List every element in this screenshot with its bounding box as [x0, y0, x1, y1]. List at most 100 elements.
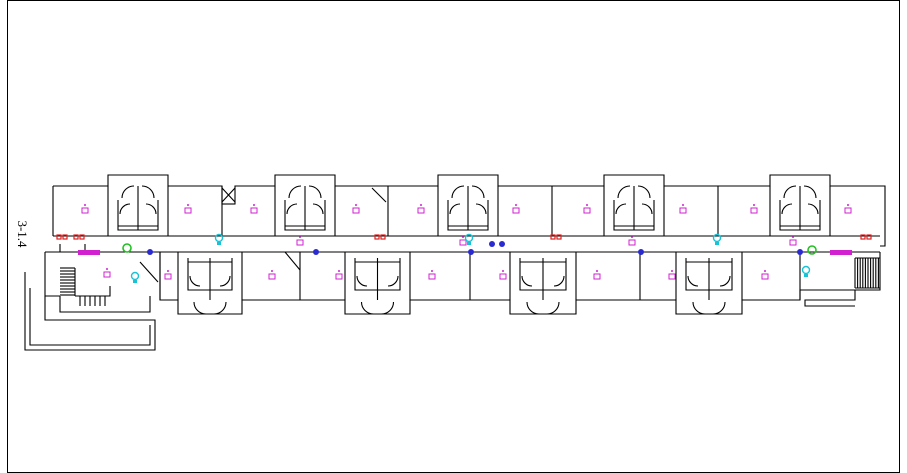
- detector-icon: [147, 249, 153, 255]
- door-swing: [288, 185, 302, 199]
- building-walls: [24, 174, 886, 351]
- wall-outline: [855, 252, 881, 291]
- pendant-light-icon: [431, 270, 433, 272]
- pendant-light-icon: [753, 204, 755, 206]
- door-swing: [615, 203, 627, 215]
- wall-outline: [75, 286, 111, 297]
- corridor-light-icon: [133, 280, 137, 283]
- corridor-light-icon: [804, 274, 808, 277]
- socket-pair-icon: [556, 234, 562, 240]
- sheet-number: 3-1.4: [15, 220, 30, 248]
- socket-pair-icon: [73, 234, 79, 240]
- pendant-light-icon: [187, 204, 189, 206]
- corridor-light-icon: [464, 233, 474, 243]
- pendant-light-icon: [335, 273, 343, 280]
- door-swing: [189, 275, 201, 287]
- detector-icon: [489, 241, 495, 247]
- pendant-light-icon: [750, 207, 758, 214]
- corridor-light-icon: [801, 265, 811, 277]
- pendant-light-icon: [668, 273, 676, 280]
- wall-line: [221, 187, 236, 203]
- pendant-light-icon: [844, 207, 852, 214]
- corridor-light-icon: [214, 233, 224, 245]
- pendant-light-icon: [499, 270, 507, 280]
- door-swing: [719, 275, 731, 287]
- pendant-light-icon: [682, 204, 684, 206]
- socket-pair-icon: [860, 234, 866, 240]
- door-swing: [121, 185, 135, 199]
- door-swing: [807, 203, 819, 215]
- door-swing: [141, 185, 155, 199]
- pendant-light-icon: [296, 239, 304, 246]
- pendant-light-icon: [106, 268, 108, 270]
- pendant-light-icon: [512, 204, 520, 214]
- pendant-light-icon: [764, 270, 766, 272]
- pendant-light-icon: [761, 273, 769, 280]
- corridor-light-icon: [464, 233, 474, 245]
- pendant-light-icon: [355, 204, 357, 206]
- pendant-light-icon: [335, 270, 343, 280]
- pendant-light-icon: [338, 270, 340, 272]
- pendant-light-icon: [462, 236, 464, 238]
- pendant-light-icon: [428, 270, 436, 280]
- pendant-light-icon: [628, 239, 636, 246]
- pendant-light-icon: [789, 239, 797, 246]
- door-swing: [213, 301, 227, 315]
- pendant-light-icon: [81, 204, 89, 214]
- door-swing: [781, 203, 793, 215]
- pendant-light-icon: [299, 236, 301, 238]
- pendant-light-icon: [84, 204, 86, 206]
- pendant-light-icon: [668, 270, 676, 280]
- door-swing: [308, 185, 322, 199]
- pendant-light-icon: [844, 204, 852, 214]
- socket-pair-icon: [380, 234, 386, 240]
- pendant-light-icon: [81, 207, 89, 214]
- wall-outline: [53, 174, 886, 247]
- door-swing: [451, 185, 465, 199]
- corridor-light-icon: [801, 265, 811, 275]
- exit-light-icon: [122, 243, 132, 253]
- pendant-light-icon: [679, 204, 687, 214]
- electrical-fixtures: [56, 204, 872, 283]
- wall-outline: [300, 289, 856, 315]
- socket-pair-icon: [550, 234, 562, 240]
- socket-pair-icon: [860, 234, 872, 240]
- socket-pair-icon: [56, 234, 68, 240]
- door-swing: [360, 301, 374, 315]
- pendant-light-icon: [515, 204, 517, 206]
- pendant-light-icon: [250, 204, 258, 214]
- pendant-light-icon: [583, 204, 591, 214]
- stair-sign-icon: [78, 250, 100, 255]
- pendant-light-icon: [184, 207, 192, 214]
- socket-pair-icon: [866, 234, 872, 240]
- door-swing: [712, 301, 726, 315]
- door-swing: [286, 203, 298, 215]
- pendant-light-icon: [628, 236, 636, 246]
- corridor-light-icon: [712, 233, 722, 245]
- wall-outline: [59, 296, 151, 313]
- pendant-light-icon: [679, 207, 687, 214]
- pendant-light-icon: [459, 239, 467, 246]
- socket-pair-icon: [374, 234, 380, 240]
- pendant-light-icon: [593, 270, 601, 280]
- wall-line: [284, 251, 301, 271]
- pendant-light-icon: [428, 273, 436, 280]
- pendant-light-icon: [167, 270, 169, 272]
- pendant-light-icon: [420, 204, 422, 206]
- door-swing: [641, 203, 653, 215]
- corridor-light-icon: [712, 233, 722, 243]
- pendant-light-icon: [417, 207, 425, 214]
- pendant-light-icon: [417, 204, 425, 214]
- door-swing: [687, 275, 699, 287]
- pendant-light-icon: [847, 204, 849, 206]
- socket-pair-icon: [550, 234, 556, 240]
- pendant-light-icon: [512, 207, 520, 214]
- pendant-light-icon: [250, 207, 258, 214]
- door-swing: [803, 185, 817, 199]
- pendant-light-icon: [593, 273, 601, 280]
- pendant-light-icon: [103, 268, 111, 278]
- door-swing: [381, 301, 395, 315]
- pendant-light-icon: [761, 270, 769, 280]
- wall-line: [139, 261, 159, 283]
